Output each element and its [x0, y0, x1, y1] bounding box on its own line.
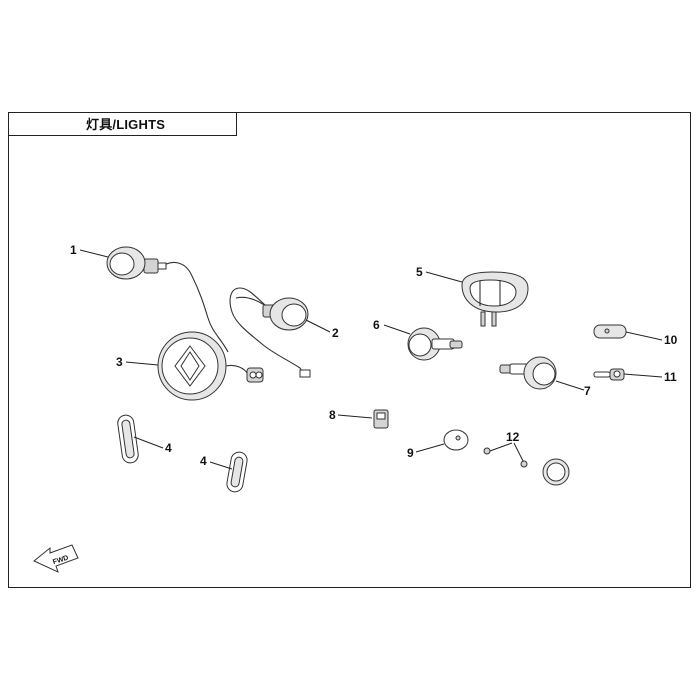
- part-1-turn-signal-left[interactable]: [106, 246, 229, 353]
- part-5-tail-light[interactable]: [461, 271, 529, 327]
- callout-9: 9: [407, 446, 414, 460]
- callout-5: 5: [416, 265, 423, 279]
- title-box: 灯具/LIGHTS: [8, 112, 237, 136]
- fwd-label: FWD: [52, 555, 69, 567]
- callout-8: 8: [329, 408, 336, 422]
- callout-3: 3: [116, 355, 123, 369]
- callout-1: 1: [70, 243, 77, 257]
- callout-4b: 4: [200, 454, 207, 468]
- callout-7: 7: [584, 384, 591, 398]
- callout-11: 11: [664, 370, 677, 384]
- part-6-turn-signal-rear-left[interactable]: [407, 327, 463, 361]
- part-12-nuts-and-lens[interactable]: [483, 447, 570, 486]
- part-9-plate-light-base[interactable]: [443, 429, 469, 451]
- page-title: 灯具/LIGHTS: [86, 117, 166, 132]
- callout-6: 6: [373, 318, 380, 332]
- callout-2: 2: [332, 326, 339, 340]
- callout-12: 12: [506, 430, 520, 444]
- callout-labels: 1 2 3 4 4 5 6 7 8 9 10 11 12: [70, 243, 678, 468]
- part-8-switch[interactable]: [373, 409, 389, 429]
- callout-4a: 4: [165, 441, 172, 455]
- part-10-side-reflector[interactable]: [593, 324, 627, 339]
- part-4-reflector-b[interactable]: [226, 451, 249, 493]
- part-11-connector[interactable]: [593, 368, 625, 381]
- callout-10: 10: [664, 333, 678, 347]
- diagram-frame: [8, 112, 691, 588]
- part-7-turn-signal-rear-right[interactable]: [499, 356, 557, 390]
- part-4-reflector-a[interactable]: [117, 414, 140, 464]
- part-2-turn-signal-right[interactable]: [229, 287, 311, 378]
- fwd-arrow-icon: FWD: [33, 544, 79, 573]
- leader-lines: [79, 249, 663, 470]
- part-3-headlight[interactable]: [157, 331, 264, 401]
